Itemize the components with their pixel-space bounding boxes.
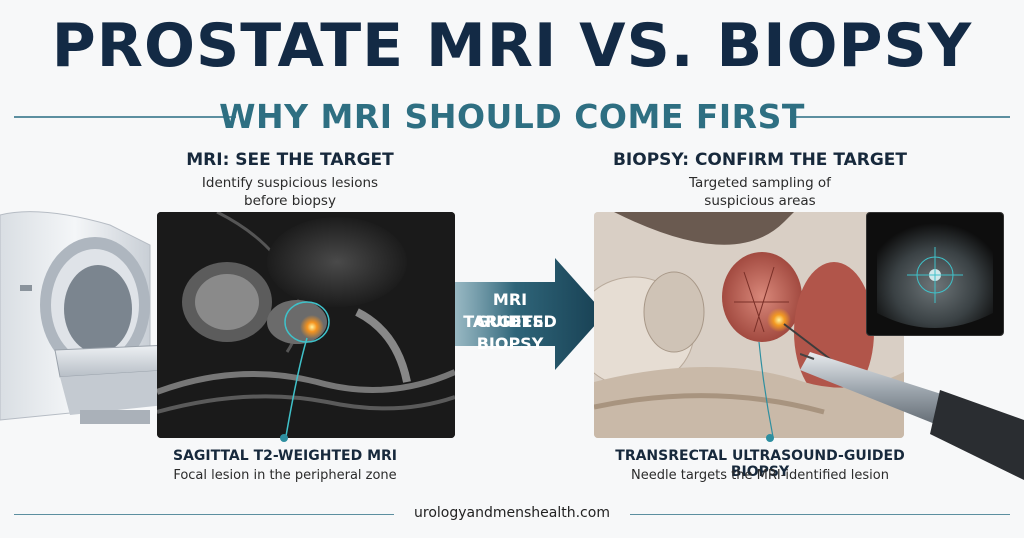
footer-site[interactable]: urologyandmenshealth.com: [414, 505, 610, 521]
right-desc-2: suspicious areas: [704, 193, 816, 209]
mri-sagittal-image: [157, 212, 455, 438]
caption-pointer-dot-right: [766, 434, 774, 442]
anatomy-biopsy-illustration: [594, 212, 904, 438]
left-caption-title: SAGITTAL T2-WEIGHTED MRI: [172, 448, 397, 464]
direction-arrow-icon: [455, 258, 605, 370]
caption-pointer-dot: [280, 434, 288, 442]
arrow-label-1: MRI GUIDES: [476, 290, 544, 331]
arrow-label-3: BIOPSY: [476, 334, 544, 353]
page-subtitle: WHY MRI SHOULD COME FIRST: [219, 97, 805, 136]
divider-left: [14, 116, 236, 118]
subtitle-row: WHY MRI SHOULD COME FIRST: [0, 96, 1024, 138]
footer-divider-left: [14, 514, 394, 515]
divider-right: [790, 116, 1010, 118]
footer-divider-right: [630, 514, 1010, 515]
right-caption-title: TRANSRECTAL ULTRASOUND-GUIDED BIOPSY: [615, 448, 905, 480]
biopsy-probe: [799, 330, 1024, 480]
mri-scanner-illustration: [0, 205, 171, 430]
left-heading: MRI: SEE THE TARGET: [186, 150, 394, 170]
left-desc-2: before biopsy: [244, 193, 336, 209]
right-heading: BIOPSY: CONFIRM THE TARGET: [612, 150, 908, 170]
left-desc-1: Identify suspicious lesions: [201, 175, 379, 191]
ultrasound-inset: [866, 212, 1004, 336]
arrow-label-2: TARGETED: [463, 312, 557, 331]
right-desc-1: Targeted sampling of: [689, 175, 831, 191]
right-caption-desc: Needle targets the MRI-identified lesion: [631, 468, 889, 483]
left-caption-desc: Focal lesion in the peripheral zone: [173, 468, 397, 483]
page-title: PROSTATE MRI VS. BIOPSY: [51, 11, 973, 81]
